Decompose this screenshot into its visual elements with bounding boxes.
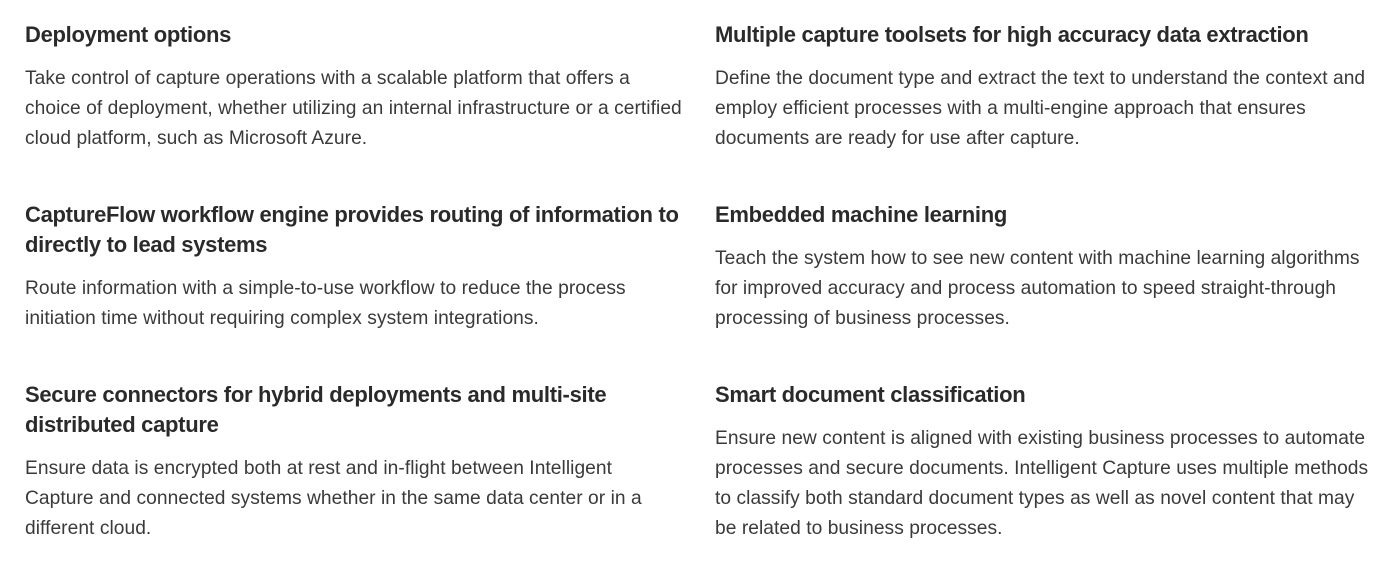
feature-title: Embedded machine learning [715, 202, 1008, 227]
feature-description: Route information with a simple-to-use w… [25, 278, 626, 329]
feature-smart-document-classification: Smart document classification Ensure new… [715, 380, 1375, 560]
feature-captureflow-workflow-engine: CaptureFlow workflow engine provides rou… [25, 200, 685, 380]
feature-embedded-machine-learning: Embedded machine learning Teach the syst… [715, 200, 1375, 380]
feature-title: Multiple capture toolsets for high accur… [715, 22, 1309, 47]
feature-description: Define the document type and extract the… [715, 68, 1366, 149]
feature-description: Take control of capture operations with … [25, 68, 682, 149]
feature-title: Deployment options [25, 22, 232, 47]
feature-description: Ensure data is encrypted both at rest an… [25, 458, 642, 539]
features-grid: Deployment options Take control of captu… [25, 20, 1370, 560]
feature-description: Ensure new content is aligned with exist… [715, 428, 1369, 539]
feature-deployment-options: Deployment options Take control of captu… [25, 20, 685, 200]
feature-title: Smart document classification [715, 382, 1026, 407]
feature-description: Teach the system how to see new content … [715, 248, 1360, 329]
feature-title: Secure connectors for hybrid deployments… [25, 382, 607, 437]
feature-title: CaptureFlow workflow engine provides rou… [25, 202, 679, 257]
feature-secure-connectors: Secure connectors for hybrid deployments… [25, 380, 685, 560]
feature-multiple-capture-toolsets: Multiple capture toolsets for high accur… [715, 20, 1375, 200]
